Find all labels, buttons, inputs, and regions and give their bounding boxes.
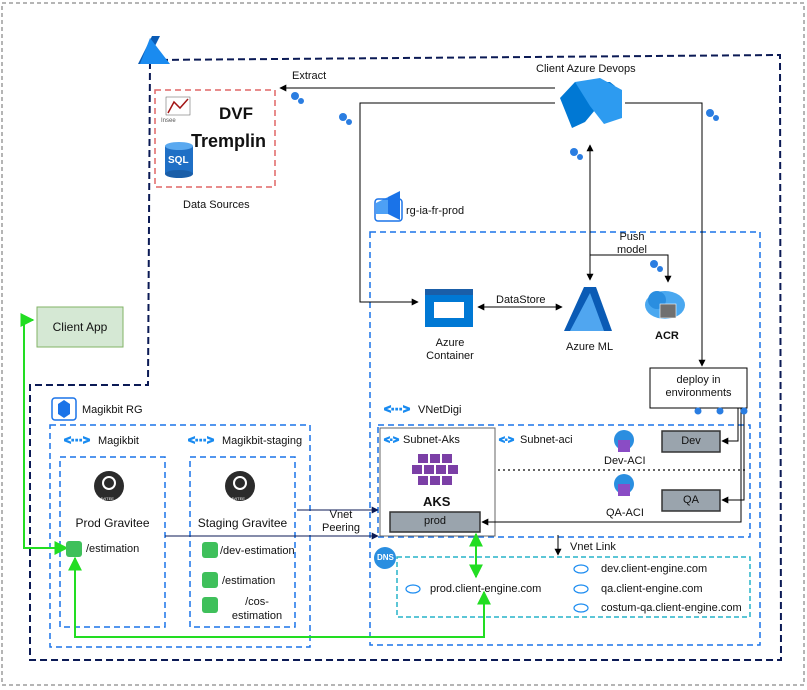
svg-text:<·>: <·> [384,435,399,446]
devops-to-deploy-arrow [625,102,706,367]
staging-api-label: /dev-estimation [220,545,295,557]
dns-zone-dev: dev.client-engine.com [601,563,708,575]
azure-ml-icon [564,287,612,331]
svg-text:<·>: <·> [499,435,514,446]
client-azure-devops-label: Client Azure Devops [536,63,636,75]
sql-label: SQL [168,155,189,166]
dns-badge-icon [374,547,396,569]
vnetdigi-label: VNetDigi [418,404,462,416]
svg-text:<···>: <···> [188,433,214,447]
sql-database-icon [165,142,193,178]
deploy-to-prod-arrow [481,408,742,526]
prod-gravitee-label: Prod Gravitee [75,516,150,530]
rg-prod-label: rg-ia-fr-prod [406,205,465,217]
qa-aci-icon [614,474,634,496]
subnet-aks-box [379,427,496,537]
gravitee-to-prod-dns-arrow [68,556,491,638]
svg-text:<···>: <···> [64,433,90,447]
qa-box [661,489,721,512]
dev-box [661,430,721,453]
acr-icon [645,291,685,319]
extract-label: Extract [292,70,327,82]
azure-devops-icon [560,78,622,128]
prod-api-label: /estimation [86,543,140,555]
client-app-label: Client App [52,320,108,334]
data-sources-box [154,89,276,188]
deploy-to-qa-arrow [721,408,745,504]
gravitee-logo-icon [94,471,255,501]
magikbit-rg-label: Magikbit RG [82,404,143,416]
azure-ml-label: Azure ML [566,341,614,353]
dns-badge-label: DNS [377,553,394,562]
push-model-arrow [590,254,672,283]
dns-zone-qa: qa.client-engine.com [601,583,703,595]
aks-icon [412,454,458,485]
staging-gravitee-label: Staging Gravitee [197,516,288,530]
dev-aci-label: Dev-ACI [604,455,646,467]
azure-container-icon [425,289,473,327]
dev-aci-icon [614,430,634,452]
qa-aci-label: QA-ACI [606,507,644,519]
gravitee-logo-text-staging: GRAVITEE [225,496,245,501]
vnet-icon: <···> <···> <···> <·> <·> [64,402,515,448]
insee-icon [165,96,191,116]
rg-prod-box [369,231,761,646]
deploy-label: deploy in environments [665,374,732,399]
staging-api-label: /estimation [222,575,276,587]
azure-icon [138,36,170,64]
magikbit-staging-vnet-box [189,456,296,628]
gravitee-logo-text: GRAVITEE [94,496,114,501]
qa-label: QA [683,494,699,506]
tremplin-label: Tremplin [191,131,267,151]
subnet-aci-label: Subnet-aci [520,434,573,446]
aks-label: AKS [423,494,451,509]
resource-group-icon [374,191,403,222]
azure-boundary [29,53,783,661]
dev-label: Dev [681,435,701,447]
pipeline-icon [291,92,748,415]
vnetdigi-box [377,424,751,538]
prod-box [389,511,481,533]
vnet-peering-label: Vnet Peering [322,509,360,534]
azure-container-label: Azure Container [426,337,474,362]
devops-to-container-arrow [359,102,555,306]
insee-label: Insee [161,118,176,124]
vnet-link-label: Vnet Link [570,541,616,553]
svg-text:<···>: <···> [384,402,410,416]
dns-zone-costum-qa: costum-qa.client-engine.com [601,602,742,614]
magikbit-rg-icon [51,397,77,421]
dvf-label: DVF [219,104,253,123]
magikbit-vnet-label: Magikbit [98,435,139,447]
datastore-label: DataStore [496,294,546,306]
push-model-label: Push model [617,231,647,256]
deploy-to-dev-arrow [721,408,739,445]
deploy-box [649,367,748,409]
api-endpoint-icon [66,541,218,613]
client-app-to-gravitee-arrow [20,313,69,555]
magikbit-staging-vnet-label: Magikbit-staging [222,435,303,447]
dns-zone-prod: prod.client-engine.com [430,583,542,595]
acr-label: ACR [655,330,679,342]
subnet-aks-label: Subnet-Aks [403,434,460,446]
dns-zone-icon [405,564,589,613]
staging-api-label: /cos- estimation [231,596,283,622]
data-sources-caption: Data Sources [183,199,250,211]
prod-label: prod [423,515,447,527]
